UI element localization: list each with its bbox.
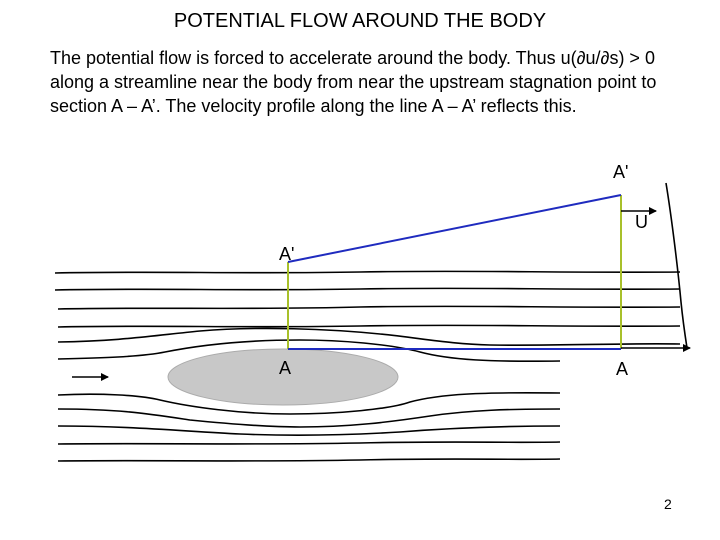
streamlines xyxy=(54,270,681,462)
streamline xyxy=(57,305,681,310)
page-number: 2 xyxy=(664,496,672,512)
label-a-prime-left: A' xyxy=(279,244,294,264)
body-ellipse xyxy=(167,348,399,406)
slide-body-text: The potential flow is forced to accelera… xyxy=(50,48,657,116)
velocity-profile-line xyxy=(287,194,622,263)
streamline xyxy=(57,408,561,428)
streamline xyxy=(57,391,561,415)
streamline xyxy=(54,287,681,291)
label-a-prime-right: A' xyxy=(613,162,628,182)
slide-title: POTENTIAL FLOW AROUND THE BODY xyxy=(173,10,547,32)
label-a-right: A xyxy=(616,359,628,379)
streamline xyxy=(57,339,561,363)
label-a-left: A xyxy=(279,358,291,378)
streamline xyxy=(54,270,681,274)
label-u: U xyxy=(635,212,648,232)
streamline xyxy=(57,425,561,436)
streamline xyxy=(57,458,561,462)
boundary-curve xyxy=(665,182,688,349)
streamline xyxy=(57,324,681,328)
streamline xyxy=(57,441,561,445)
streamline xyxy=(57,327,681,347)
